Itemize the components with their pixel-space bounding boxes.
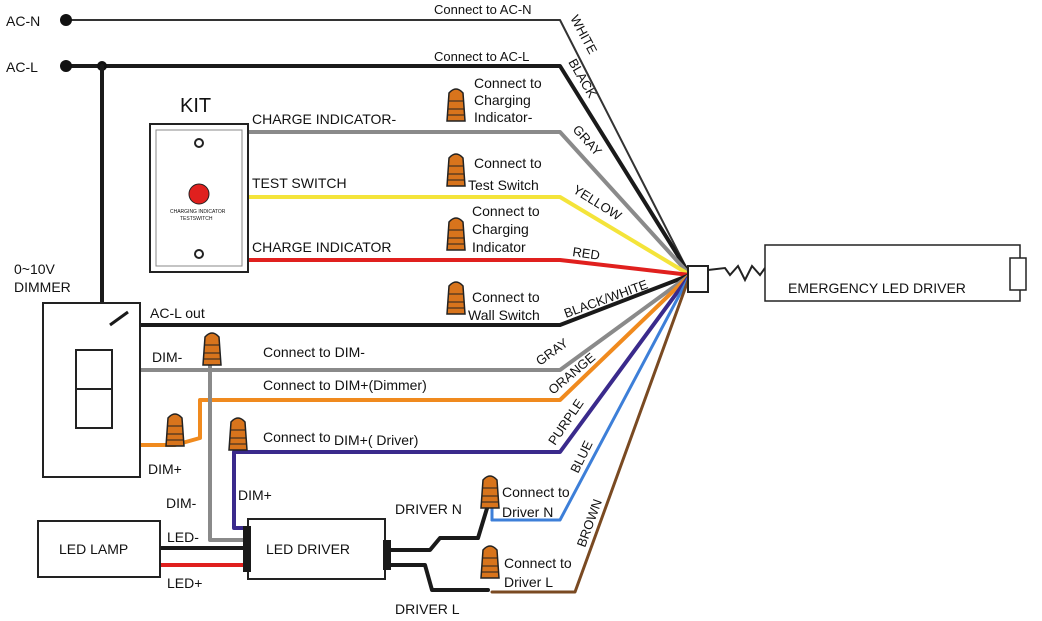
conn-driver-n-1: Connect to bbox=[502, 484, 570, 500]
wire-nut-driver-l bbox=[480, 545, 500, 579]
conn-dim-pos-driver-b: DIM+( Driver) bbox=[334, 432, 418, 448]
conn-test-switch-1: Connect to bbox=[474, 155, 542, 171]
led-driver-port-in bbox=[243, 526, 251, 572]
wire-nut-test-switch bbox=[446, 153, 466, 187]
wire-nut-charging bbox=[446, 217, 466, 251]
label-ac-n: AC-N bbox=[6, 13, 40, 29]
color-label-red: RED bbox=[572, 244, 601, 263]
led-driver-port-out bbox=[383, 540, 391, 570]
emergency-connector bbox=[687, 265, 709, 293]
conn-dim-pos-dimmer: Connect to DIM+(Dimmer) bbox=[263, 377, 427, 393]
emergency-driver-box bbox=[764, 244, 1021, 302]
wire-ac-n bbox=[65, 19, 691, 276]
wire-nut-dim-pos-driver bbox=[228, 417, 248, 451]
wire-nut-charging-neg bbox=[446, 88, 466, 122]
wire-purple-to-led-driver bbox=[232, 450, 250, 530]
color-label-white: WHITE bbox=[567, 12, 600, 56]
dimmer-dim-pos-label: DIM+ bbox=[148, 461, 182, 477]
wire-nut-wall-switch bbox=[446, 281, 466, 315]
led-driver-box bbox=[247, 518, 386, 580]
conn-dim-neg: Connect to DIM- bbox=[263, 344, 365, 360]
kit-plate-text-1: CHARGING INDICATOR bbox=[170, 209, 226, 215]
led-driver-label: LED DRIVER bbox=[266, 541, 350, 557]
dimmer-acl-out-label: AC-L out bbox=[150, 305, 205, 321]
conn-charging-2: Charging bbox=[472, 221, 529, 237]
wire-gray-to-led-driver bbox=[208, 358, 250, 542]
conn-charging-neg-2: Charging bbox=[474, 92, 531, 108]
kit-test-switch-label: TEST SWITCH bbox=[252, 175, 347, 191]
wire-orange-dim-pos bbox=[203, 273, 692, 402]
led-pos-label: LED+ bbox=[167, 575, 202, 591]
led-lamp-label: LED LAMP bbox=[59, 541, 128, 557]
emergency-driver-label: EMERGENCY LED DRIVER bbox=[788, 280, 966, 296]
terminal-ac-l-dot bbox=[60, 60, 72, 72]
kit-title: KIT bbox=[180, 95, 211, 117]
conn-wall-switch-2: Wall Switch bbox=[468, 307, 540, 323]
dimmer-switch-contact bbox=[109, 310, 129, 327]
color-label-gray2: GRAY bbox=[533, 335, 571, 368]
wire-driver-l-black bbox=[383, 563, 490, 592]
kit-plate-text-2: TESTSWITCH bbox=[180, 216, 213, 222]
wire-acl-to-dimmer bbox=[100, 64, 112, 327]
wire-black-white bbox=[133, 273, 692, 327]
dimmer-title-1: 0~10V bbox=[14, 261, 56, 277]
terminal-ac-n-dot bbox=[60, 14, 72, 26]
wire-yellow-test bbox=[246, 195, 692, 277]
kit-screw-bottom bbox=[194, 249, 204, 259]
kit-screw-top bbox=[194, 138, 204, 148]
wire-blue-driver-n bbox=[490, 273, 692, 522]
wire-orange-to-dimmer bbox=[138, 398, 207, 447]
wire-nut-driver-n bbox=[480, 475, 500, 509]
kit-charge-neg-label: CHARGE INDICATOR- bbox=[252, 111, 396, 127]
led-neg-label: LED- bbox=[167, 529, 199, 545]
dimmer-dim-neg-label: DIM- bbox=[152, 349, 183, 365]
conn-driver-l-1: Connect to bbox=[504, 555, 572, 571]
emergency-harness bbox=[707, 264, 766, 283]
conn-charging-neg-3: Indicator- bbox=[474, 109, 533, 125]
conn-driver-n-2: Driver N bbox=[502, 504, 553, 520]
led-driver-l-label: DRIVER L bbox=[395, 601, 460, 617]
label-ac-l: AC-L bbox=[6, 59, 38, 75]
color-label-black: BLACK bbox=[565, 56, 599, 101]
conn-charging-3: Indicator bbox=[472, 239, 526, 255]
wire-nut-dim-pos-dimmer bbox=[165, 413, 185, 447]
wire-gray-charge-neg bbox=[246, 130, 692, 277]
wire-gray-dim-neg bbox=[138, 273, 692, 372]
kit-charge-label: CHARGE INDICATOR bbox=[252, 239, 392, 255]
emergency-driver-bracket bbox=[1009, 257, 1027, 291]
wire-red-charge bbox=[246, 258, 692, 277]
led-driver-dim-pos-label: DIM+ bbox=[238, 487, 272, 503]
led-lamp-box bbox=[37, 520, 161, 578]
conn-driver-l-2: Driver L bbox=[504, 574, 553, 590]
conn-charging-1: Connect to bbox=[472, 203, 540, 219]
wire-driver-n-black bbox=[383, 503, 490, 552]
conn-wall-switch-1: Connect to bbox=[472, 289, 540, 305]
conn-dim-pos-driver-a: Connect to bbox=[263, 429, 331, 445]
wire-purple-dim-driver bbox=[236, 273, 692, 454]
wire-nut-dim-neg bbox=[202, 332, 222, 366]
dimmer-title-2: DIMMER bbox=[14, 279, 71, 295]
led-driver-n-label: DRIVER N bbox=[395, 501, 462, 517]
wire-ac-l bbox=[64, 64, 692, 277]
conn-ac-l-label: Connect to AC-L bbox=[434, 49, 529, 64]
led-driver-dim-neg-label: DIM- bbox=[166, 495, 197, 511]
conn-ac-n-label: Connect to AC-N bbox=[434, 2, 532, 17]
conn-test-switch-2: Test Switch bbox=[468, 177, 539, 193]
wire-brown-driver-l bbox=[490, 273, 692, 594]
conn-charging-neg-1: Connect to bbox=[474, 75, 542, 91]
kit-indicator-light[interactable] bbox=[188, 183, 210, 205]
color-label-blue: BLUE bbox=[567, 438, 596, 475]
